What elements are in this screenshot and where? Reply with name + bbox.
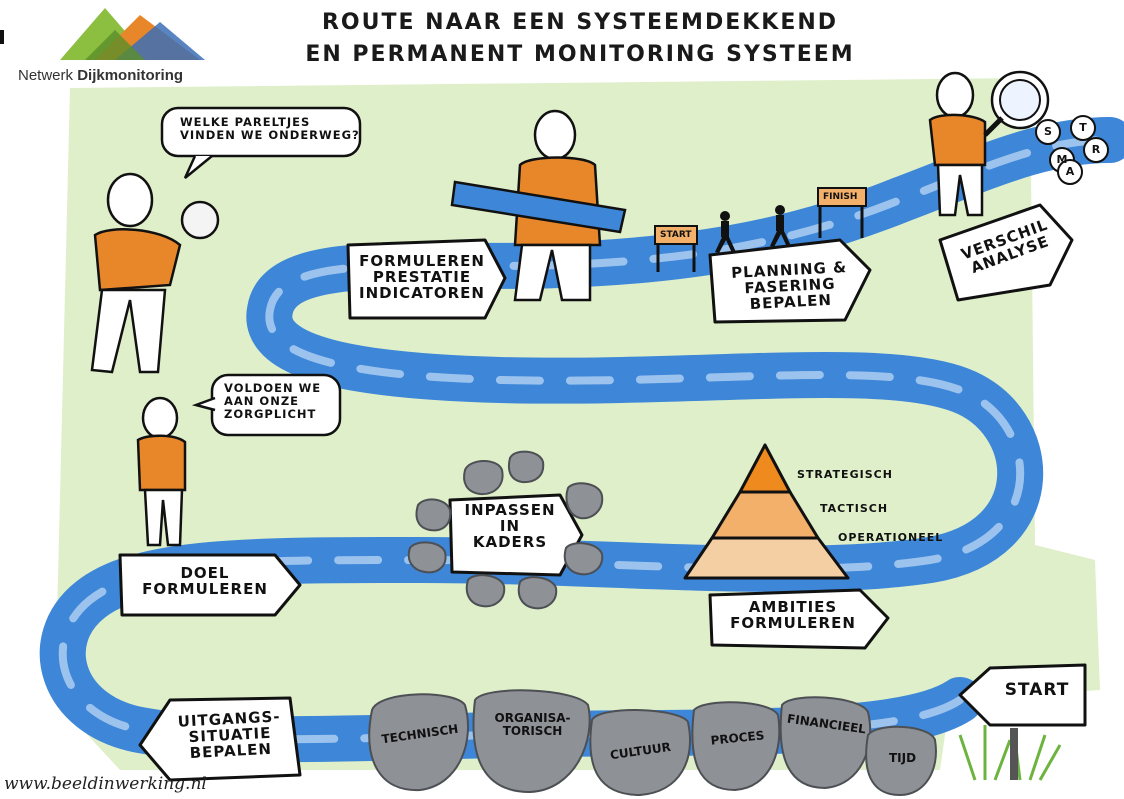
footer-url: www.beeldinwerking.nl xyxy=(4,774,207,794)
smart-a-icon xyxy=(1057,159,1083,185)
sign-doel xyxy=(118,553,302,617)
sign-doel-label: DOEL FORMULEREN xyxy=(142,564,268,598)
sign-start xyxy=(958,663,1087,727)
sign-verschil xyxy=(938,203,1074,302)
smart-letter-a: A xyxy=(1065,165,1075,178)
start-signpost xyxy=(1010,728,1018,780)
sign-planning xyxy=(708,238,872,324)
sign-planning-label: PLANNING & FASERING BEPALEN xyxy=(730,257,848,313)
race-start-label: START xyxy=(660,230,692,240)
stone-tijd xyxy=(865,725,937,797)
logo-icon xyxy=(60,8,205,60)
person-thinking xyxy=(136,396,187,547)
smart-letter-t: T xyxy=(1079,121,1087,134)
person-pearl xyxy=(90,172,220,374)
stone-tijd-label: TIJD xyxy=(888,751,917,765)
logo-brand: Dijkmonitoring xyxy=(77,67,184,84)
bubble-pareltjes xyxy=(160,106,362,158)
smart-letter-m: M xyxy=(1056,153,1068,166)
pyramid-level-tactisch: TACTISCH xyxy=(820,502,889,515)
sign-ambities-label: AMBITIES FORMULEREN xyxy=(730,598,856,632)
stone-organisatorisch-label: ORGANISA- TORISCH xyxy=(494,711,571,738)
magnifier-icon xyxy=(983,79,1041,137)
pyramid-level-strategisch: STRATEGISCH xyxy=(797,468,893,481)
person-ruler xyxy=(450,109,627,302)
title-line-1: ROUTE NAAR EEN SYSTEEMDEKKEND xyxy=(321,10,839,35)
logo-prefix: Netwerk xyxy=(18,67,78,84)
sign-ambities xyxy=(708,588,890,650)
pyramid-level-operationeel: OPERATIONEEL xyxy=(838,531,944,544)
ambition-pyramid xyxy=(683,443,850,580)
sign-prestatie-label: FORMULEREN PRESTATIE INDICATOREN xyxy=(359,252,485,302)
bubble-zorgplicht-text: VOLDOEN WE AAN ONZE ZORGPLICHT xyxy=(224,381,322,422)
sign-uitgangssituatie-label: UITGANGS- SITUATIE BEPALEN xyxy=(177,707,281,762)
smart-s-icon xyxy=(1035,119,1061,145)
stone-technisch xyxy=(368,693,469,792)
logo-text: Netwerk Dijkmonitoring xyxy=(18,67,183,84)
stone-financieel xyxy=(779,696,872,790)
smart-r-icon xyxy=(1083,137,1109,163)
title-line-2: EN PERMANENT MONITORING SYSTEEM xyxy=(305,42,855,67)
smart-letter-s: S xyxy=(1044,125,1052,138)
sign-start-label: START xyxy=(1004,680,1070,700)
smart-t-icon xyxy=(1070,115,1096,141)
sign-inpassen-label: INPASSEN IN KADERS xyxy=(464,501,556,551)
stone-cultuur xyxy=(589,709,691,797)
race-illustration xyxy=(654,187,867,272)
race-finish-label: FINISH xyxy=(823,192,858,202)
stone-organisatorisch xyxy=(472,689,591,794)
stone-proces xyxy=(691,701,781,792)
sign-uitgangssituatie xyxy=(138,696,302,782)
sign-prestatie xyxy=(346,238,507,320)
smart-letter-r: R xyxy=(1091,143,1101,156)
bubble-pareltjes-text: WELKE PARELTJES VINDEN WE ONDERWEG? xyxy=(180,115,360,143)
